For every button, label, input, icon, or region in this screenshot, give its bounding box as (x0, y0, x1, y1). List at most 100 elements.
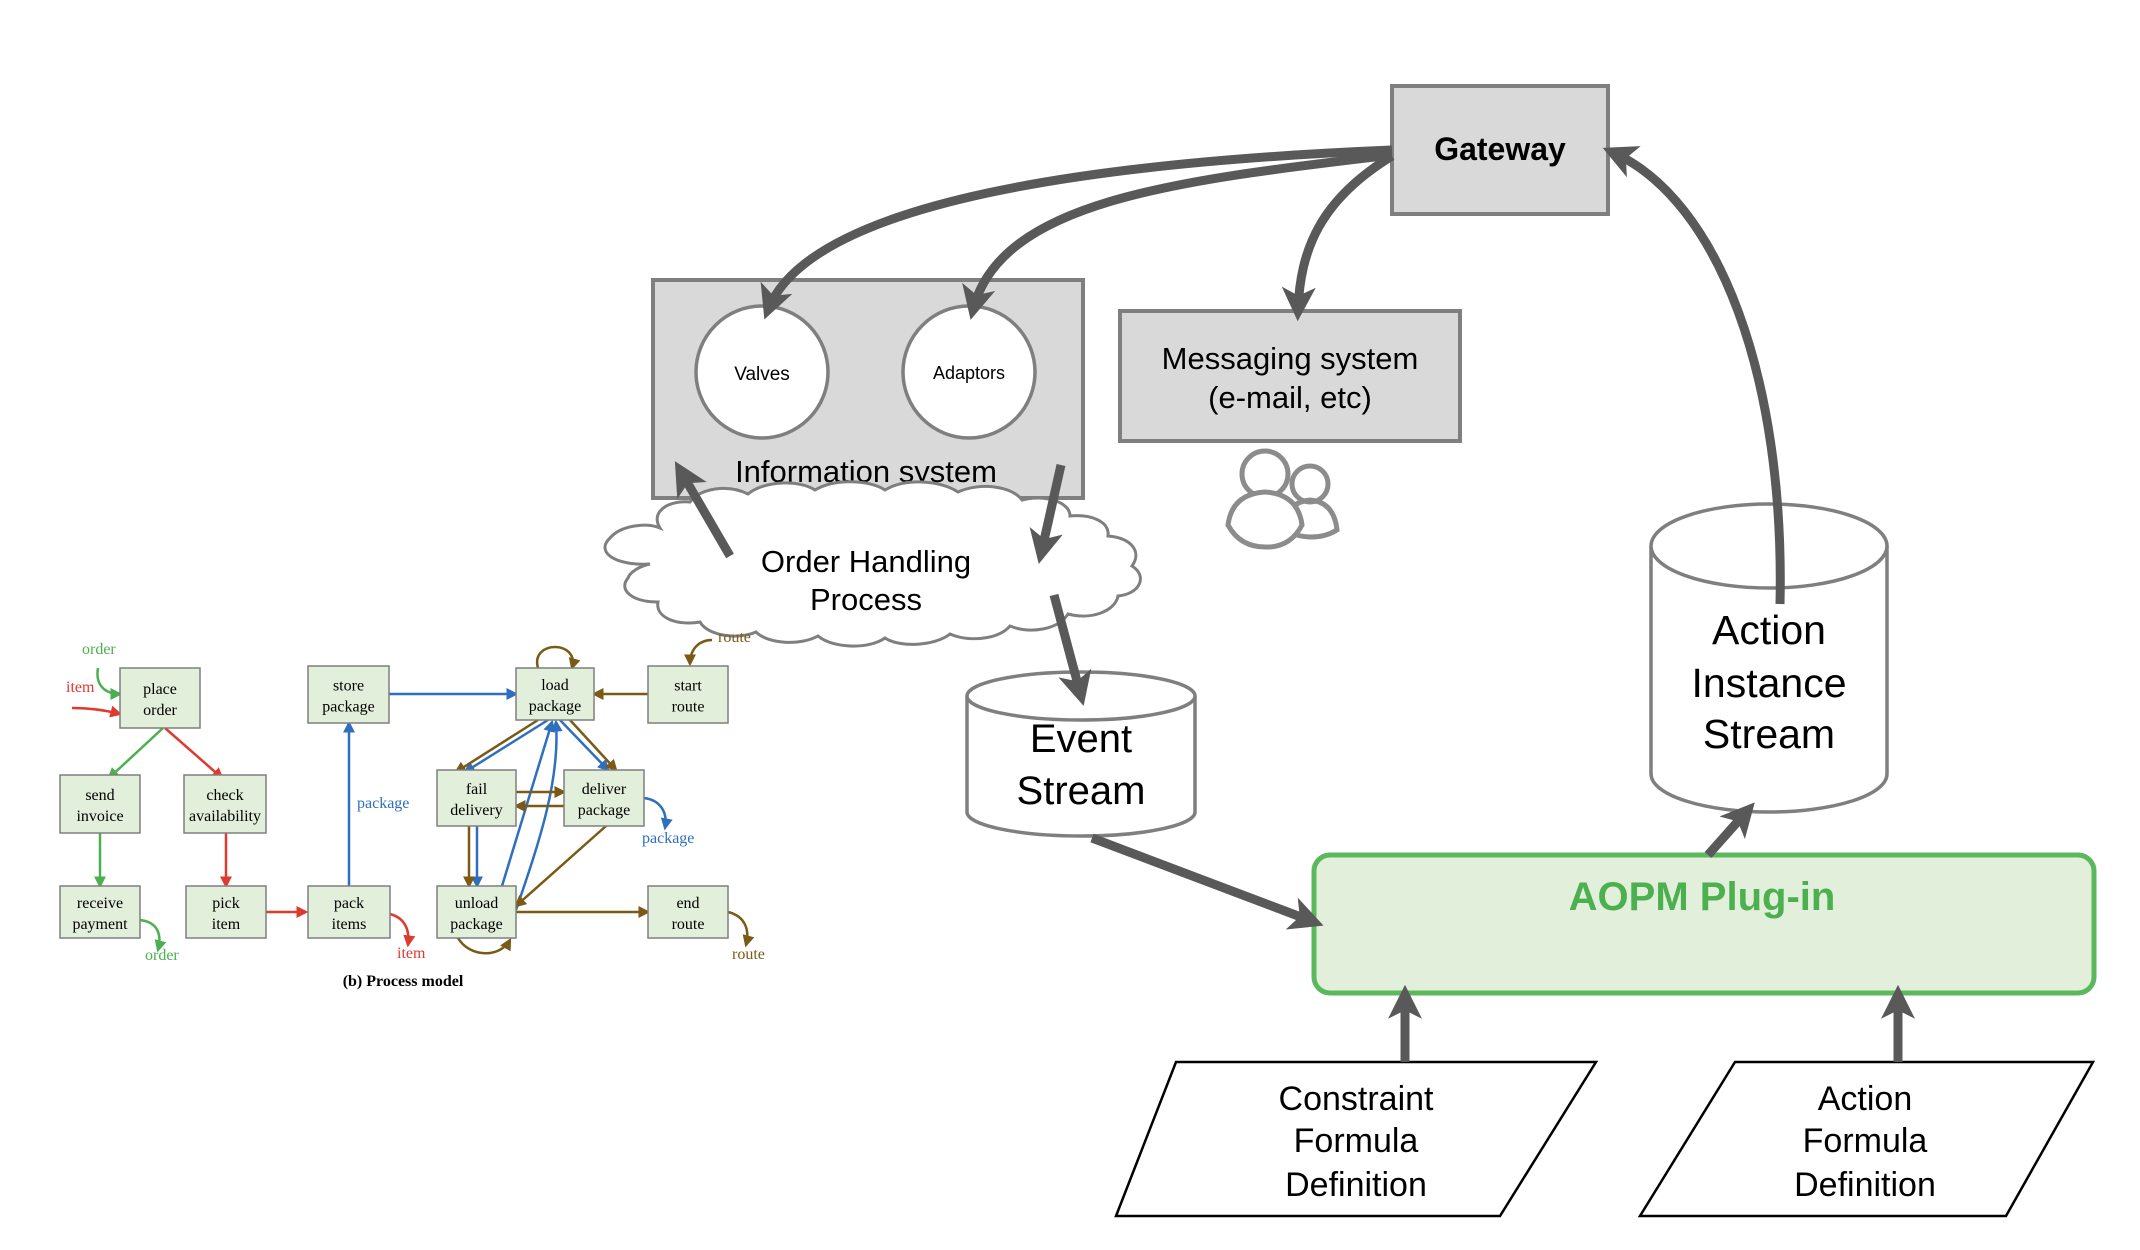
messaging-system-line2: (e-mail, etc) (1208, 380, 1372, 415)
node-receive-payment-text-1: receive (77, 895, 123, 912)
node-end-route-text-2: route (672, 916, 705, 933)
node-deliver-package-text-1: deliver (582, 781, 627, 798)
constraint-def-line2: Formula (1294, 1122, 1419, 1160)
arrow-event-stream-to-plugin (1090, 833, 1324, 930)
messaging-system-line1: Messaging system (1162, 341, 1419, 376)
adaptors-label: Adaptors (933, 363, 1005, 383)
users-icon (1225, 448, 1340, 550)
node-unload-package-text-2: package (450, 916, 502, 933)
label-route-out: route (732, 946, 765, 963)
edge-unload-self-loop (456, 937, 512, 955)
action-stream-line2: Instance (1692, 660, 1847, 706)
node-load-package-text-2: package (529, 698, 581, 715)
arrow-plugin-to-action-stream (1704, 802, 1755, 858)
edge-route-out (727, 910, 755, 948)
node-fail-delivery-text-1: fail (466, 781, 488, 798)
edge-item-out (389, 912, 416, 948)
node-pack-items: pack items (307, 885, 391, 939)
main-arrows (674, 145, 1915, 1062)
label-route-in: route (718, 629, 751, 646)
node-start-route-text-1: start (674, 678, 702, 695)
node-place-order-text-1: place (143, 681, 177, 698)
edge-load-to-deliver-brown (569, 719, 618, 772)
valves-label: Valves (734, 364, 790, 385)
event-stream-cylinder: Event Stream (965, 670, 1197, 838)
node-pick-item: pick item (185, 885, 267, 939)
constraint-def-line3: Definition (1285, 1166, 1427, 1204)
node-deliver-package: deliver package (563, 769, 645, 827)
edge-load-self-loop (535, 645, 581, 671)
node-send-invoice-text-2: invoice (76, 808, 123, 825)
node-pack-items-text-2: items (332, 916, 367, 933)
node-fail-delivery: fail delivery (436, 769, 517, 827)
constraint-def-line1: Constraint (1279, 1080, 1435, 1118)
action-instance-stream-cylinder: Action Instance Stream (1649, 502, 1889, 814)
node-check-availability: check availability (183, 774, 267, 834)
messaging-system-node: Messaging system (e-mail, etc) (1118, 309, 1462, 443)
label-order-in: order (82, 641, 116, 658)
edge-place-to-send (107, 727, 164, 780)
edge-order-out (139, 918, 167, 953)
node-end-route-text-1: end (676, 895, 699, 912)
node-check-availability-text-1: check (206, 787, 243, 804)
edge-place-to-check (164, 727, 224, 780)
label-item-out: item (397, 945, 426, 962)
information-system-node: Valves Adaptors Information system (651, 278, 1085, 500)
node-place-order: place order (119, 667, 201, 729)
edge-load-to-fail-brown (453, 718, 539, 774)
edge-deliver-to-load-blue (514, 719, 563, 911)
edge-package-right (643, 796, 673, 831)
node-store-package-text-1: store (333, 678, 364, 695)
node-pick-item-text-2: item (212, 916, 241, 933)
node-check-availability-text-2: availability (189, 808, 261, 825)
action-def-line2: Formula (1803, 1122, 1928, 1160)
process-model-nodes: place order send invoice check availability re… (59, 665, 729, 939)
edge-deliver-to-unload (514, 825, 607, 908)
arrow-action-stream-to-gateway (1602, 146, 1785, 605)
label-package-right: package (642, 830, 694, 847)
arrow-process-to-event-stream (1049, 593, 1092, 706)
aopm-plugin-node: AOPM Plug-in (1311, 852, 2097, 996)
node-end-route: end route (647, 885, 729, 939)
edge-order-in (96, 667, 123, 700)
node-deliver-package-text-2: package (578, 802, 630, 819)
action-stream-line3: Stream (1703, 711, 1835, 757)
process-model-edges (71, 638, 755, 955)
node-place-order-text-2: order (143, 702, 177, 719)
action-stream-line1: Action (1712, 607, 1826, 653)
constraint-formula-definition: Constraint Formula Definition (1114, 1060, 1599, 1218)
arrow-gateway-to-valves (760, 145, 1393, 320)
node-load-package: load package (515, 667, 595, 721)
node-start-route: start route (647, 665, 729, 724)
action-def-line1: Action (1818, 1080, 1913, 1118)
node-store-package-text-2: package (322, 699, 374, 716)
edge-item-in (71, 705, 123, 718)
arrow-gateway-to-adaptors (962, 150, 1393, 320)
gateway-node: Gateway (1390, 84, 1610, 216)
node-load-package-text-1: load (541, 677, 569, 694)
order-handling-line2: Process (810, 582, 922, 617)
label-item-in: item (66, 679, 95, 696)
node-store-package: store package (307, 665, 390, 724)
arrow-process-to-information-system (674, 461, 734, 559)
aopm-plugin-label: AOPM Plug-in (1569, 875, 1836, 919)
edge-unload-to-load-blue (500, 719, 555, 887)
node-send-invoice-text-1: send (85, 787, 114, 804)
event-stream-line1: Event (1030, 717, 1132, 761)
process-model-caption: (b) Process model (343, 973, 464, 990)
gateway-label: Gateway (1434, 131, 1566, 167)
node-pack-items-text-1: pack (334, 895, 364, 912)
action-formula-definition: Action Formula Definition (1637, 1060, 2096, 1218)
node-fail-delivery-text-2: delivery (450, 802, 502, 819)
node-start-route-text-2: route (672, 699, 705, 716)
order-handling-line1: Order Handling (761, 544, 971, 579)
node-send-invoice: send invoice (59, 774, 141, 834)
arrow-information-system-to-process (1029, 464, 1066, 564)
process-model: place order send invoice check availability re… (59, 629, 765, 990)
label-order-out: order (145, 947, 179, 964)
order-handling-process-cloud: Order Handling Process (603, 480, 1142, 648)
node-pick-item-text-1: pick (212, 895, 240, 912)
